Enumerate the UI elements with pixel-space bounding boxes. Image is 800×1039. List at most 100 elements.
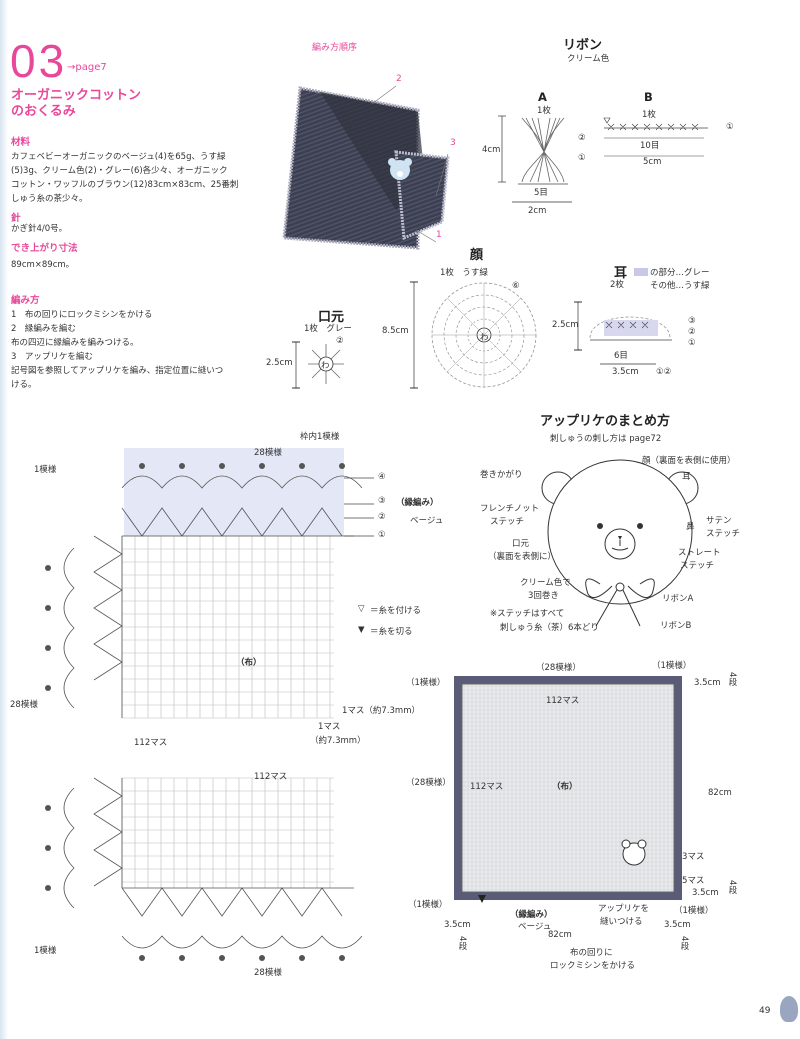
steps-heading: 編み方: [11, 295, 40, 306]
step-2: 2 縁編みを編む: [11, 324, 76, 334]
ear-legend-2: その他…うす緑: [650, 281, 710, 291]
face-ring: わ: [480, 333, 489, 343]
edging-attach: ＝糸を付ける: [370, 606, 422, 616]
mouth-marker-2: ②: [336, 336, 344, 346]
blanket-photo: [282, 85, 450, 250]
edging-28-left: 28模様: [10, 700, 38, 710]
applique-nose: 鼻: [686, 522, 695, 532]
applique-french-1: フレンチノット: [480, 504, 540, 514]
edging-112-left: 112マス: [134, 738, 168, 748]
edging-round-1: ①: [378, 530, 386, 540]
ear-marker-3: ③: [688, 316, 696, 326]
finished-layout: [454, 676, 682, 903]
ear-count: 2枚: [610, 280, 624, 290]
mouth-height: 2.5cm: [266, 358, 293, 368]
footer-mascot-icon: [780, 996, 798, 1022]
ribbon-a-marker-2: ②: [578, 133, 586, 143]
layout-height-82: 82cm: [708, 788, 732, 798]
face-count: 1枚 うす緑: [440, 268, 488, 278]
ear-grey-swatch: [634, 268, 648, 276]
applique-face: 顔（裏面を表側に使用）: [642, 456, 736, 466]
materials-text-2: (5)3g、クリーム色(2)・グレー(6)各少々、オーガニック: [11, 166, 228, 176]
ear-title: 耳: [614, 266, 628, 281]
ear-chart: [574, 301, 672, 365]
ribbon-a-count: 1枚: [537, 106, 551, 116]
edging-cell-2: 1マス: [318, 722, 341, 732]
applique-bear: [541, 459, 699, 627]
layout-1-top-right: （1模様）: [652, 661, 692, 671]
applique-note-2: 刺しゅう糸（茶）6本どり: [500, 623, 599, 633]
ribbon-a-chart: [498, 115, 572, 203]
materials-text-1: カフェベビーオーガニックのベージュ(4)を65g、うす緑: [11, 152, 226, 162]
needle-text: かぎ針4/0号。: [11, 224, 68, 234]
layout-sew-2: 縫いつける: [600, 917, 643, 927]
page-reference: →page7: [67, 62, 107, 73]
face-height: 8.5cm: [382, 326, 409, 336]
edging-cell-1: 1マス（約7.3mm）: [342, 706, 420, 716]
applique-cream-2: 3回巻き: [528, 591, 559, 601]
ear-marker-2: ②: [688, 327, 696, 337]
pattern-number: 03: [10, 35, 68, 87]
face-title: 顔: [470, 248, 484, 263]
step-3-detail-1: 記号図を参照してアップリケを編み、指定位置に縫いつ: [11, 366, 224, 376]
layout-bottom-35: 3.5cm: [692, 888, 719, 898]
applique-french-2: ステッチ: [490, 517, 525, 527]
applique-satin-2: ステッチ: [706, 529, 741, 539]
step-3: 3 アップリケを編む: [11, 352, 93, 362]
applique-mouth-2: （裏面を表側に）: [488, 552, 557, 562]
size-heading: でき上がり寸法: [11, 243, 78, 254]
ribbon-b-label: B: [644, 90, 653, 104]
mouth-count: 1枚 グレー: [304, 324, 352, 334]
layout-28-top: （28模様）: [536, 663, 581, 673]
layout-top-4: 4段: [727, 672, 737, 686]
edging-28-top: 28模様: [254, 448, 282, 458]
applique-straight-2: ステッチ: [680, 561, 715, 571]
edging-cloth: （布）: [236, 658, 262, 668]
ear-marker-12: ①②: [656, 367, 672, 377]
materials-heading: 材料: [11, 137, 31, 148]
edging-round-2: ②: [378, 512, 386, 522]
layout-bottom-4: 4段: [727, 880, 737, 894]
edging-frame-one: 枠内1模様: [300, 432, 340, 442]
edging-28-bottom: 28模様: [254, 968, 282, 978]
layout-edge-color: ベージュ: [518, 922, 552, 932]
layout-1-bottom-left: （1模様）: [408, 900, 448, 910]
edging-cut: ＝糸を切る: [370, 627, 413, 637]
ribbon-a-rows: 5目: [534, 188, 548, 198]
ear-rows: 6目: [614, 351, 628, 361]
edging-attach-symbol: ▽: [358, 604, 365, 614]
ribbon-b-marker-1: ①: [726, 122, 734, 132]
ribbon-a-width: 2cm: [528, 206, 547, 216]
layout-left-35: 3.5cm: [444, 920, 471, 930]
step-3-detail-2: ける。: [11, 380, 37, 390]
layout-edge: （縁編み）: [510, 910, 553, 920]
layout-112-top: 112マス: [546, 696, 580, 706]
applique-cream-1: クリーム色で: [520, 578, 571, 588]
size-text: 89cm×89cm。: [11, 260, 75, 270]
ribbon-a-marker-1: ①: [578, 153, 586, 163]
edging-label: （縁編み）: [396, 498, 439, 508]
applique-kagari: 巻きかがり: [480, 470, 523, 480]
applique-satin-1: サテン: [706, 516, 732, 526]
photo-callout-3: 3: [450, 138, 456, 148]
layout-top-35: 3.5cm: [694, 678, 721, 688]
mouth-chart: [292, 341, 344, 389]
ribbon-color: クリーム色: [567, 54, 610, 64]
step-2-detail: 布の四辺に縁編みを編みつける。: [11, 338, 139, 348]
order-label: 編み方順序: [312, 43, 358, 53]
layout-left-4: 4段: [457, 936, 467, 950]
edging-chart: [45, 448, 374, 961]
edging-cut-symbol: ▼: [358, 625, 365, 635]
layout-1-bottom-right: （1模様）: [674, 906, 714, 916]
page-number: 49: [759, 1006, 771, 1016]
mouth-title: 口元: [318, 310, 345, 325]
applique-note-1: ※ステッチはすべて: [490, 609, 565, 619]
face-chart: [410, 281, 537, 389]
applique-ear: 耳: [682, 472, 691, 482]
applique-straight-1: ストレート: [678, 548, 721, 558]
layout-serge-1: 布の回りに: [570, 948, 613, 958]
edging-112-mid: 112マス: [254, 772, 288, 782]
layout-right-35: 3.5cm: [664, 920, 691, 930]
applique-ribbon-b: リボンB: [660, 621, 692, 631]
pattern-title-2: のおくるみ: [11, 104, 76, 119]
